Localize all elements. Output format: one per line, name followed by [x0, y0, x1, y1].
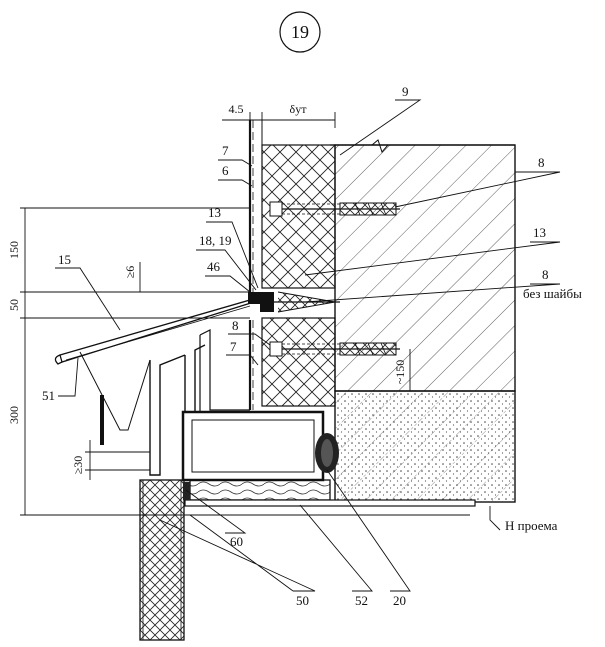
callout-18-19: 18, 19	[199, 233, 232, 248]
callout-8-note: без шайбы	[523, 286, 582, 301]
dimension-50: 50	[7, 299, 21, 311]
callout-13-right: 13	[533, 225, 546, 240]
anchor-lower	[269, 341, 400, 357]
steel-box-profile	[181, 410, 325, 482]
callout-46: 46	[207, 259, 221, 274]
callout-6: 6	[222, 163, 229, 178]
window-sill-flashing	[54, 299, 256, 365]
break-line-icon	[371, 139, 389, 153]
dimension-chain-left	[20, 207, 470, 516]
anchor-upper	[269, 201, 400, 217]
facade-cladding	[248, 120, 263, 410]
dimension-150: 150	[7, 241, 21, 259]
callout-51: 51	[42, 388, 55, 403]
dimension-300: 300	[7, 406, 21, 424]
dimension-ge6: ≥6	[123, 266, 137, 279]
callout-52: 52	[355, 593, 368, 608]
sheet-number: 19	[291, 22, 309, 42]
drip-plate	[100, 395, 104, 445]
timber-lining	[189, 479, 331, 501]
callout-7-lower: 7	[230, 339, 237, 354]
callout-8-top: 8	[538, 155, 545, 170]
bottom-plate	[184, 499, 476, 507]
callout-15: 15	[58, 252, 71, 267]
leader-lines	[55, 99, 561, 592]
callout-9: 9	[402, 84, 409, 99]
dimension-approx-150: ~150	[393, 360, 407, 385]
callout-8-lower: 8	[232, 318, 239, 333]
lintel-concrete	[334, 390, 516, 503]
sheet-number-badge: 19	[279, 11, 321, 53]
insulation-layer	[261, 144, 336, 407]
dimension-ge30: ≥30	[71, 456, 85, 475]
dimension-4-5: 4.5	[229, 102, 244, 116]
callout-13-left: 13	[208, 205, 221, 220]
opening-level-label: Н проема	[505, 518, 558, 533]
dimension-insulation-thickness: δут	[290, 102, 308, 116]
callout-20: 20	[393, 593, 406, 608]
dimension-chain-top	[222, 112, 336, 128]
callout-7-top: 7	[222, 143, 229, 158]
callout-60: 60	[230, 534, 243, 549]
anchor-middle	[260, 291, 340, 313]
joint-sealant	[248, 292, 260, 304]
callout-8-middle: 8	[542, 267, 549, 282]
callout-50: 50	[296, 593, 309, 608]
support-bracket	[79, 351, 151, 431]
sealing-cord	[315, 433, 339, 473]
sandwich-panel	[139, 479, 190, 641]
